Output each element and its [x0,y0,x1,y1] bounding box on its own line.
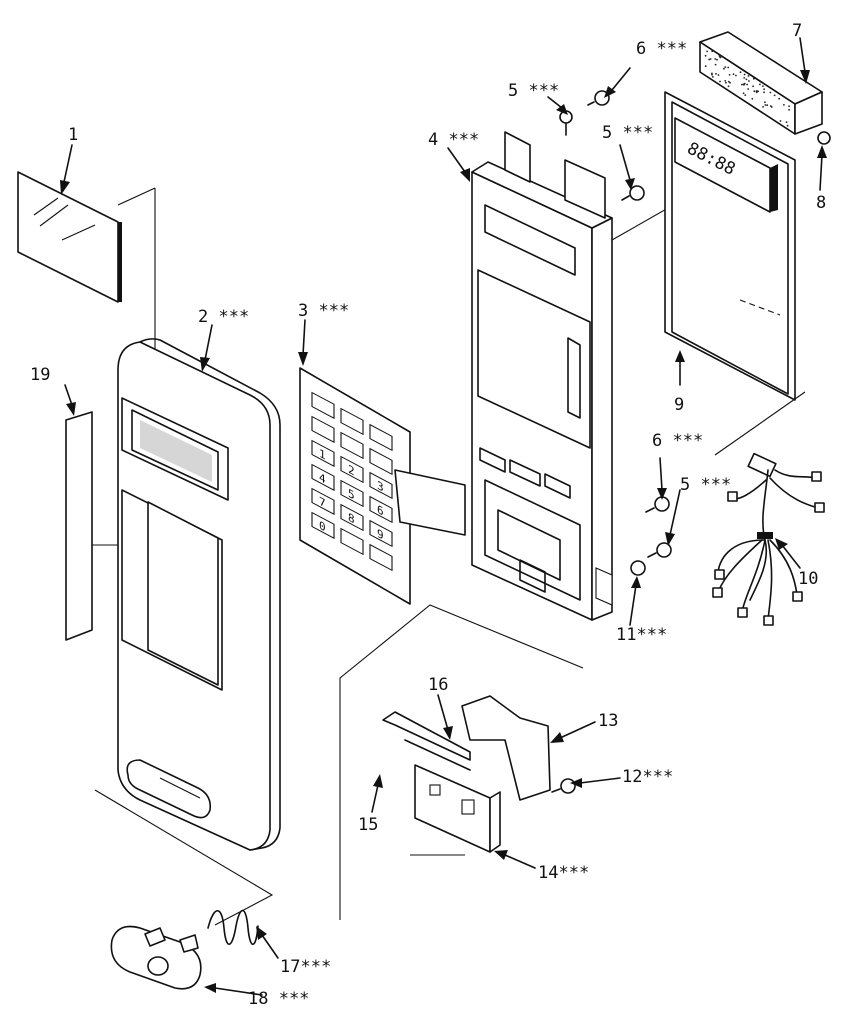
foam-texture [704,50,790,127]
callout-8: 8 [816,193,826,213]
callout-7: 7 [792,21,802,41]
callout-5a: 5 *** [508,81,559,101]
callout-17: 17*** [280,957,331,977]
keypad-key: 6 [369,495,393,524]
callout-9: 9 [674,395,684,415]
part-19-strip [65,411,93,641]
screw-6-bottom [645,496,670,513]
part-3-keypad: 1 2 3 4 5 6 7 8 9 0 [299,367,466,605]
callout-14: 14*** [538,863,589,883]
screw-5-top [559,110,573,136]
callout-13: 13 [598,711,618,731]
keypad-key [311,391,335,420]
part-13-latch-bracket [382,695,551,853]
keypad-key [340,527,364,556]
keypad-key-label: 4 [319,470,326,487]
callout-5b: 5 *** [602,123,653,143]
keypad-key-grid: 1 2 3 4 5 6 7 8 9 0 [311,391,393,572]
part-4-chassis [471,131,613,621]
callout-12: 12*** [622,767,673,787]
callout-4: 4 *** [428,130,479,150]
keypad-key-label: 1 [319,446,326,463]
keypad-key: 2 [340,455,364,484]
keypad-key-label: 9 [377,526,384,543]
callout-18: 18 *** [248,989,309,1009]
callout-6b: 6 *** [652,431,703,451]
screw-12 [551,778,576,794]
keypad-key-label: 0 [319,518,326,535]
keypad-key-label: 8 [348,510,355,527]
callout-19: 19 [30,365,50,385]
keypad-key-label: 7 [319,494,326,511]
callout-10: 10 [798,569,818,589]
screw-11 [630,560,646,576]
keypad-key [311,415,335,444]
part-17-spring [207,909,259,946]
keypad-key-label: 5 [348,486,355,503]
keypad-key [369,543,393,572]
keypad-key: 5 [340,479,364,508]
part-7-foam-block [699,31,823,135]
keypad-key-label: 6 [377,502,384,519]
callout-16: 16 [428,675,448,695]
leader-arrows [60,37,827,996]
callout-6a: 6 *** [636,39,687,59]
keypad-key: 8 [340,503,364,532]
keypad-key-label: 3 [377,478,384,495]
keypad-key [369,447,393,476]
keypad-key [340,431,364,460]
keypad-key: 4 [311,463,335,492]
callout-11: 11*** [616,625,667,645]
keypad-key [369,423,393,452]
screw-8 [817,131,831,145]
keypad-key: 7 [311,487,335,516]
screw-5-mid [621,185,645,201]
callout-1: 1 [68,125,78,145]
part-2-front-panel [117,338,281,851]
keypad-key: 0 [311,511,335,540]
screws [551,90,831,794]
part-9-display-board: 88:88 [664,91,796,401]
callout-labels: 1 2 *** 3 *** 4 *** 5 *** 5 *** 5 *** 6 … [30,21,826,1009]
callout-2: 2 *** [198,307,249,327]
part-1-window-glass [17,171,122,303]
callout-3: 3 *** [298,301,349,321]
keypad-key: 1 [311,439,335,468]
part-10-wire-harness [712,452,825,626]
callout-15: 15 [358,815,378,835]
keypad-key-label: 2 [348,462,355,479]
part-18-release-knob [110,925,202,990]
callout-5c: 5 *** [680,475,731,495]
keypad-key [340,407,364,436]
screw-5-bottom [647,542,672,558]
keypad-key: 3 [369,471,393,500]
keypad-key: 9 [369,519,393,548]
